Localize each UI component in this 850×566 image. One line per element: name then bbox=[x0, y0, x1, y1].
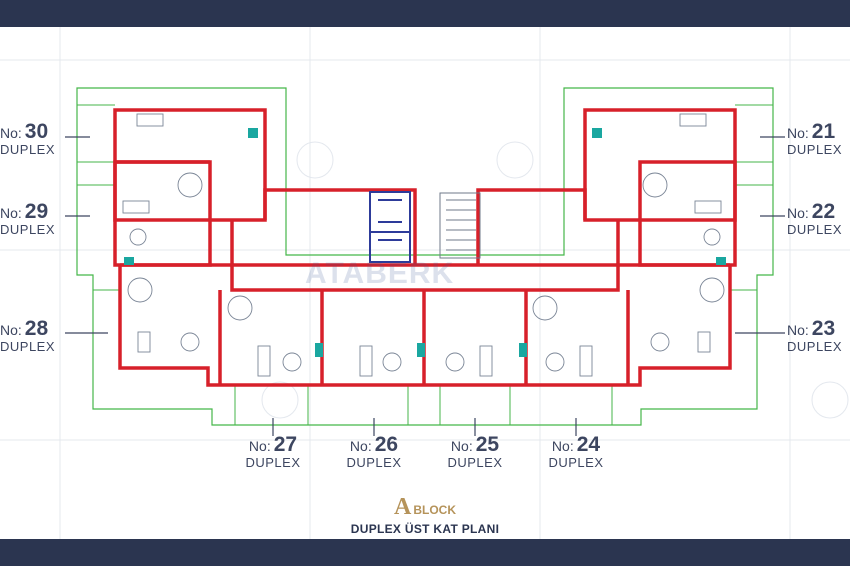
fixtures bbox=[124, 128, 726, 357]
unit-number: 26 bbox=[374, 433, 399, 456]
floor-plan bbox=[0, 27, 850, 539]
unit-number: 28 bbox=[24, 317, 49, 340]
background-grid bbox=[0, 27, 850, 539]
unit-number: 30 bbox=[24, 120, 49, 143]
unit-label-29[interactable]: No:29 DUPLEX bbox=[0, 201, 55, 236]
unit-label-23[interactable]: No:23 DUPLEX bbox=[787, 318, 842, 353]
unit-type: DUPLEX bbox=[787, 339, 843, 354]
unit-no-prefix: No: bbox=[349, 438, 372, 454]
unit-type: DUPLEX bbox=[0, 339, 56, 354]
terrace-outline bbox=[76, 87, 774, 426]
furniture bbox=[122, 113, 725, 377]
watermark-logo: ATABERK bbox=[305, 257, 455, 290]
unit-number: 23 bbox=[811, 317, 836, 340]
unit-type: DUPLEX bbox=[447, 455, 503, 470]
unit-type: DUPLEX bbox=[787, 142, 843, 157]
plan-subtitle: DUPLEX ÜST KAT PLANI bbox=[350, 522, 500, 536]
unit-number: 25 bbox=[475, 433, 500, 456]
unit-no-prefix: No: bbox=[0, 322, 22, 338]
unit-no-prefix: No: bbox=[0, 205, 22, 221]
block-word: BLOCK bbox=[413, 503, 456, 517]
unit-label-28[interactable]: No:28 DUPLEX bbox=[0, 318, 55, 353]
unit-label-30[interactable]: No:30 DUPLEX bbox=[0, 121, 55, 156]
unit-label-24[interactable]: No:24 DUPLEX bbox=[531, 434, 621, 469]
unit-type: DUPLEX bbox=[0, 222, 56, 237]
unit-label-25[interactable]: No:25 DUPLEX bbox=[430, 434, 520, 469]
unit-walls bbox=[113, 108, 737, 387]
unit-number: 22 bbox=[811, 200, 836, 223]
unit-no-prefix: No: bbox=[787, 125, 809, 141]
unit-number: 27 bbox=[273, 433, 298, 456]
unit-no-prefix: No: bbox=[450, 438, 473, 454]
unit-no-prefix: No: bbox=[787, 205, 809, 221]
block-letter: A bbox=[393, 494, 412, 520]
top-band bbox=[0, 0, 850, 27]
unit-label-26[interactable]: No:26 DUPLEX bbox=[329, 434, 419, 469]
unit-number: 21 bbox=[811, 120, 836, 143]
unit-no-prefix: No: bbox=[0, 125, 22, 141]
unit-no-prefix: No: bbox=[248, 438, 271, 454]
core-elevators bbox=[369, 191, 411, 263]
unit-type: DUPLEX bbox=[0, 142, 56, 157]
callout-leaders bbox=[65, 136, 785, 436]
bottom-band bbox=[0, 539, 850, 566]
core-stair bbox=[439, 192, 481, 259]
unit-label-21[interactable]: No:21 DUPLEX bbox=[787, 121, 842, 156]
terrace-dividers bbox=[77, 104, 773, 425]
unit-type: DUPLEX bbox=[245, 455, 301, 470]
unit-type: DUPLEX bbox=[548, 455, 604, 470]
unit-type: DUPLEX bbox=[346, 455, 402, 470]
unit-label-27[interactable]: No:27 DUPLEX bbox=[228, 434, 318, 469]
unit-number: 29 bbox=[24, 200, 49, 223]
unit-no-prefix: No: bbox=[551, 438, 574, 454]
unit-no-prefix: No: bbox=[787, 322, 809, 338]
unit-type: DUPLEX bbox=[787, 222, 843, 237]
unit-label-22[interactable]: No:22 DUPLEX bbox=[787, 201, 842, 236]
unit-number: 24 bbox=[576, 433, 601, 456]
